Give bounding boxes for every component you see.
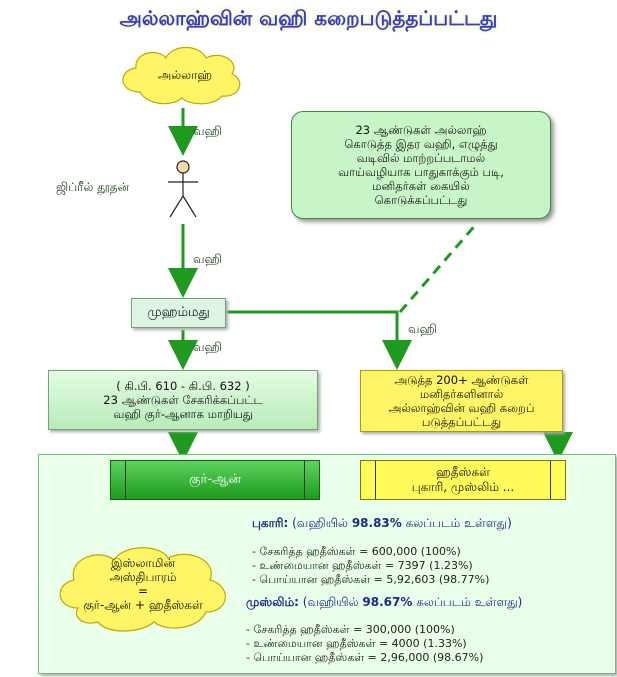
allah-cloud-shape xyxy=(122,46,241,105)
note-line: வடிவில் மாற்றப்படாமல் xyxy=(356,151,486,165)
muslim-pct: 98.67% xyxy=(362,595,413,609)
left-box-line: 23 ஆண்டுகள் சேகரிக்கப்பட்ட xyxy=(103,393,263,407)
hadith-line: புகாரி, முஸ்லிம் ... xyxy=(411,480,515,494)
wahi-label-1: வஹி xyxy=(193,124,222,138)
hadith-line: ஹதீஸ்கள் xyxy=(436,465,490,479)
quran-tag: குர்-ஆன் xyxy=(110,460,320,500)
right-box-line: அடுத்த 200+ ஆண்டுகள் xyxy=(394,373,529,387)
bukhari-heading: புகாரி: (வஹியில் 98.83% கலப்படம் உள்ளது) xyxy=(252,516,512,532)
muslim-stat-false: - பொய்யான ஹதீஸ்கள் = 2,96,000 (98.67%) xyxy=(246,651,484,664)
left-box-line: ( கி.பி. 610 - கி.பி. 632 ) xyxy=(116,379,250,393)
diagram-title: அல்லாஹ்வின் வஹி கறைபடுத்தப்பட்டது xyxy=(119,6,498,30)
bukhari-stat-false: - பொய்யான ஹதீஸ்கள் = 5,92,603 (98.77%) xyxy=(252,573,490,586)
muslim-heading: முஸ்லிம்: (வஹியில் 98.67% கலப்படம் உள்ளத… xyxy=(246,595,522,611)
foundation-line: குர்-ஆன் + ஹதீஸ்கள் xyxy=(83,598,203,612)
allah-label: அல்லாஹ் xyxy=(157,68,213,82)
foundation-cloud-shape xyxy=(59,547,226,632)
muhammad-box: முஹம்மது xyxy=(131,298,226,328)
note-line: 23 ஆண்டுகள் அல்லாஹ் xyxy=(355,123,487,137)
bukhari-stat-true: - உண்மையான ஹதீஸ்கள் = 7397 (1.23%) xyxy=(252,559,473,572)
gabriel-figure-icon xyxy=(168,160,198,218)
note-line: கொடுக்கப்பட்டது xyxy=(374,193,468,207)
right-box-line: படுத்தப்பட்டது xyxy=(421,415,502,429)
wahi-label-3: வஹி xyxy=(193,340,222,354)
gabriel-label: ஜிப்ரீல் தூதன் xyxy=(56,180,130,194)
left-box-line: வஹி குர்-ஆனாக மாறியது xyxy=(113,407,253,421)
bukhari-pct: 98.83% xyxy=(351,516,402,530)
wahi-label-4: வஹி xyxy=(408,322,437,336)
muslim-pre: (வஹியில் xyxy=(298,595,363,609)
foundation-text: இஸ்லாமின் அஸ்திபாரம் = குர்-ஆன் + ஹதீஸ்க… xyxy=(60,556,226,612)
bukhari-post: கலப்படம் உள்ளது) xyxy=(401,516,512,530)
bukhari-pre: (வஹியில் xyxy=(288,516,352,530)
note-line: வாய்வழியாக பாதுகாக்கும் படி, xyxy=(338,165,504,179)
foundation-line: இஸ்லாமின் xyxy=(110,556,176,570)
right-box-line: மனிதர்களினால் xyxy=(419,387,504,401)
note-line: மனிதர்கள் கையில் xyxy=(372,179,470,193)
bukhari-stat-collected: - சேகரித்த ஹதீஸ்கள் = 600,000 (100%) xyxy=(252,545,461,558)
hadith-corruption-box: அடுத்த 200+ ஆண்டுகள் மனிதர்களினால் அல்லா… xyxy=(360,370,563,432)
quran-collection-box: ( கி.பி. 610 - கி.பி. 632 ) 23 ஆண்டுகள் … xyxy=(48,370,318,430)
muslim-stat-collected: - சேகரித்த ஹதீஸ்கள் = 300,000 (100%) xyxy=(246,623,455,636)
foundation-line: அஸ்திபாரம் xyxy=(109,570,177,584)
bukhari-name: புகாரி: xyxy=(252,516,289,530)
right-box-line: அல்லாஹ்வின் வஹி கறைப் xyxy=(388,401,535,415)
wahi-label-2: வஹி xyxy=(193,252,222,266)
line-muhammad-rightbox xyxy=(227,310,412,370)
foundation-line: = xyxy=(137,584,149,598)
oral-preservation-note: 23 ஆண்டுகள் அல்லாஹ் கொடுத்த இதர வஹி, எழு… xyxy=(291,111,551,219)
muslim-stat-true: - உண்மையான ஹதீஸ்கள் = 4000 (1.33%) xyxy=(246,637,467,650)
hadith-tag: ஹதீஸ்கள் புகாரி, முஸ்லிம் ... xyxy=(360,460,566,500)
dashed-note-connector xyxy=(398,221,480,313)
muslim-name: முஸ்லிம்: xyxy=(246,595,299,609)
note-line: கொடுத்த இதர வஹி, எழுத்து xyxy=(344,137,498,151)
muslim-post: கலப்படம் உள்ளது) xyxy=(412,595,523,609)
